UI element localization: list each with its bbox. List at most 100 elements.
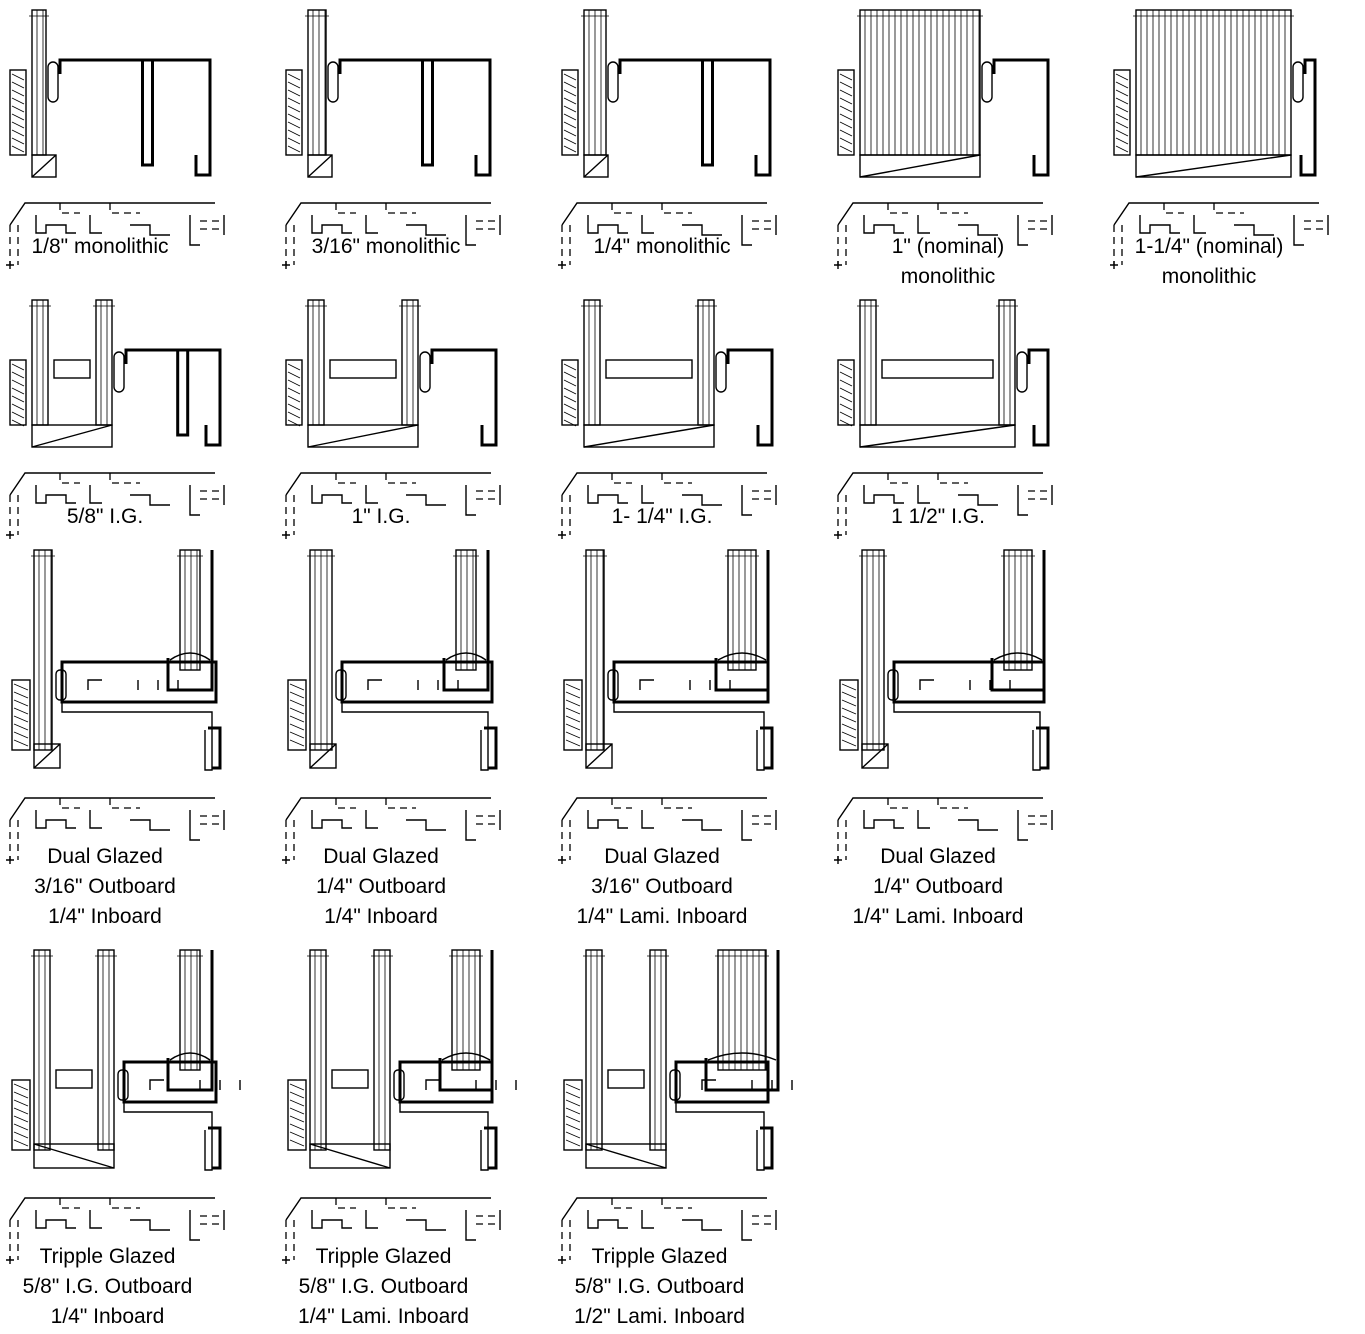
frame-end-mark <box>558 531 566 539</box>
ig-spacer <box>607 1069 645 1089</box>
secondary-glazing-channel <box>166 550 214 692</box>
glazing-gasket <box>1016 351 1028 393</box>
sill-dashed <box>887 203 968 214</box>
sill-profile <box>587 1210 752 1241</box>
frame-dashed <box>285 820 295 860</box>
backer-hatch <box>289 1115 305 1123</box>
extrusion-detail <box>701 1079 793 1090</box>
frame-end-mark <box>834 856 842 864</box>
setting-block-diagonal <box>307 424 419 448</box>
backer-hatch <box>1115 137 1129 145</box>
detail-caption: Dual Glazed 3/16" Outboard 1/4" Inboard <box>0 842 210 932</box>
backer-hatch <box>565 1107 581 1115</box>
setting-backer <box>9 69 27 156</box>
glazing-gasket <box>669 1069 681 1101</box>
frame-dashed <box>837 225 847 265</box>
backer-hatch <box>563 371 577 379</box>
sill-profile <box>587 485 752 516</box>
secondary-glass-lite <box>455 549 477 671</box>
frame-extrusion <box>340 660 494 704</box>
sill-edge <box>561 202 767 226</box>
glass-lite-outer <box>585 949 603 1151</box>
anchor-dashed <box>476 490 496 500</box>
caption-line: Tripple Glazed <box>315 1245 452 1268</box>
glazing-section-drawing <box>558 549 777 864</box>
setting-block <box>307 424 419 448</box>
caption-line: 1/4" Inboard <box>50 1305 165 1328</box>
frame-extrusion <box>612 660 770 704</box>
sill-edge <box>837 472 1043 496</box>
glass-lite-inner <box>998 299 1016 426</box>
detail-caption: 1- 1/4" I.G. <box>552 502 772 532</box>
frame-clip <box>484 726 498 770</box>
setting-block-diagonal <box>583 154 609 178</box>
secondary-gasket <box>169 1052 211 1061</box>
caption-line: 1/4" Outboard <box>872 875 1004 898</box>
backer-hatch <box>565 1123 581 1131</box>
setting-block <box>583 154 609 178</box>
frame-dashed <box>285 225 295 265</box>
setting-block-diagonal <box>309 743 337 769</box>
glazing-gasket <box>607 61 619 103</box>
sill-edge <box>9 202 215 226</box>
detail-triple-ig-outboard-1-4-inboard: Tripple Glazed 5/8" I.G. Outboard 1/4" I… <box>0 940 270 1334</box>
glazing-gasket <box>335 669 347 701</box>
caption-line: 1 1/2" I.G. <box>891 505 985 528</box>
stop-web <box>701 60 714 167</box>
backer-hatch <box>287 73 301 81</box>
setting-block-diagonal <box>585 743 613 769</box>
secondary-glass-lite <box>179 549 201 671</box>
glass-lite-inner <box>649 949 667 1151</box>
secondary-glass-lite <box>717 949 767 1071</box>
setting-backer <box>839 679 859 751</box>
anchor-dashed <box>1028 220 1048 230</box>
detail-triple-ig-outboard-1-4-lami-inboard: Tripple Glazed 5/8" I.G. Outboard 1/4" L… <box>276 940 546 1334</box>
detail-caption: 5/8" I.G. <box>0 502 210 532</box>
sill-profile <box>1139 215 1304 246</box>
sill-dashed <box>611 203 692 214</box>
caption-line: Dual Glazed <box>604 845 720 868</box>
glazing-gasket <box>887 669 899 701</box>
glazing-gasket <box>117 1069 129 1101</box>
setting-block <box>859 154 981 178</box>
sill-dashed <box>887 798 968 809</box>
backer-hatch <box>13 1139 29 1147</box>
setting-backer <box>561 69 579 156</box>
sill-edge <box>1113 202 1319 226</box>
setting-backer <box>11 679 31 751</box>
frame-dashed <box>561 820 571 860</box>
sill-edge <box>837 797 1043 821</box>
backer-hatch <box>563 89 577 97</box>
glazing-gasket <box>327 61 339 103</box>
setting-backer <box>11 1079 31 1151</box>
backer-hatch <box>11 105 25 113</box>
glazing-stop <box>1299 58 1317 177</box>
backer-hatch <box>11 97 25 105</box>
sill-profile <box>863 485 1028 516</box>
backer-hatch <box>13 1083 29 1091</box>
backer-hatch <box>841 691 857 699</box>
backer-hatch <box>841 739 857 747</box>
sill-profile <box>35 810 200 841</box>
glazing-section-drawing <box>282 549 501 864</box>
secondary-gasket <box>707 1052 777 1061</box>
sill-edge <box>561 797 767 821</box>
backer-hatch <box>287 363 301 371</box>
glazing-section-drawing <box>6 549 225 864</box>
frame-dashed <box>561 495 571 535</box>
frame-dashed <box>9 820 19 860</box>
detail-dual-1-4-outboard-1-4-inboard: Dual Glazed 1/4" Outboard 1/4" Inboard <box>276 540 546 940</box>
backer-hatch <box>11 395 25 403</box>
sill-profile <box>587 810 752 841</box>
anchor-dashed <box>200 220 220 230</box>
backer-hatch <box>565 683 581 691</box>
frame-dashed <box>9 225 19 265</box>
frame-leg <box>675 1102 765 1171</box>
secondary-glass-lite <box>1003 549 1033 671</box>
backer-hatch <box>565 1083 581 1091</box>
backer-hatch <box>563 363 577 371</box>
backer-hatch <box>563 73 577 81</box>
backer-hatch <box>11 419 25 427</box>
glazing-section-drawing <box>558 9 777 269</box>
glazing-gasket <box>419 351 431 393</box>
